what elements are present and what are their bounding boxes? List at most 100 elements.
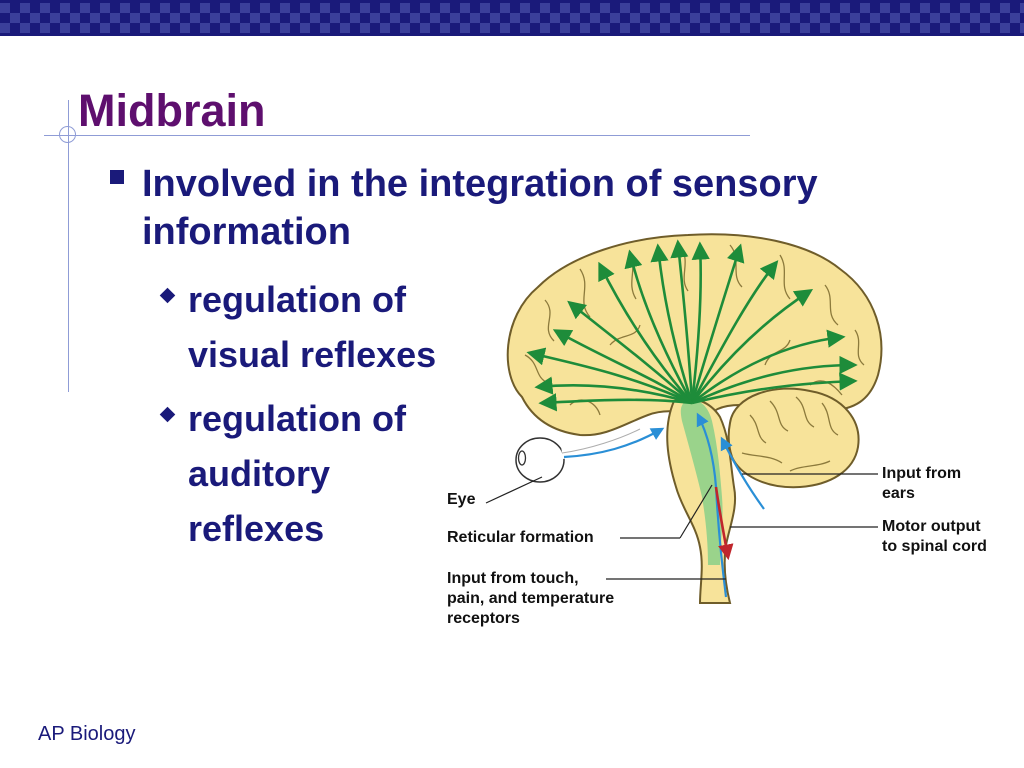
- header-checker-cell: [740, 23, 750, 33]
- motor-output-arrow: [714, 486, 734, 561]
- header-checker-cell: [400, 3, 410, 13]
- header-checker-cell: [90, 13, 100, 23]
- header-checker-cell: [440, 3, 450, 13]
- diamond-bullet-icon: [159, 287, 176, 304]
- header-checker-cell: [120, 23, 130, 33]
- header-checker-cell: [0, 3, 10, 13]
- header-checker-cell: [150, 13, 160, 23]
- header-checker-cell: [580, 3, 590, 13]
- header-checker-cell: [140, 23, 150, 33]
- header-checker-cell: [460, 23, 470, 33]
- header-checker-cell: [800, 3, 810, 13]
- header-checker-cell: [510, 13, 520, 23]
- label-eye: Eye: [447, 491, 476, 508]
- label-motor-output: Motor output to spinal cord: [882, 517, 987, 557]
- header-checker-cell: [200, 3, 210, 13]
- header-checker-cell: [120, 3, 130, 13]
- header-checker-cell: [10, 13, 20, 23]
- header-checker-cell: [580, 23, 590, 33]
- header-checker-cell: [1010, 13, 1020, 23]
- header-checker-cell: [780, 3, 790, 13]
- header-checker-cell: [280, 3, 290, 13]
- header-checker-cell: [620, 23, 630, 33]
- header-checker-cell: [910, 13, 920, 23]
- header-checker-cell: [360, 23, 370, 33]
- header-checker-cell: [420, 23, 430, 33]
- title-rule: [44, 135, 750, 136]
- header-checker-cell: [600, 3, 610, 13]
- header-checker-cell: [980, 3, 990, 13]
- header-checker-cell: [600, 23, 610, 33]
- header-checker-cell: [40, 3, 50, 13]
- header-checker-cell: [410, 13, 420, 23]
- header-checker-cell: [610, 13, 620, 23]
- sub-bullet-line: regulation of: [188, 398, 406, 439]
- header-checker-cell: [330, 13, 340, 23]
- header-checker-cell: [760, 23, 770, 33]
- header-checker-cell: [130, 13, 140, 23]
- header-checker-cell: [230, 13, 240, 23]
- header-checker-cell: [570, 13, 580, 23]
- brain-illustration: [485, 233, 883, 604]
- header-checker-cell: [110, 13, 120, 23]
- header-checker-cell: [670, 13, 680, 23]
- header-checker-cell: [620, 3, 630, 13]
- header-checker-cell: [300, 23, 310, 33]
- header-checker-cell: [70, 13, 80, 23]
- header-checker-cell: [760, 3, 770, 13]
- header-checker-cell: [560, 23, 570, 33]
- header-checker-cell: [1020, 3, 1024, 13]
- header-checker-cell: [540, 23, 550, 33]
- cerebellum-folia: [741, 396, 839, 472]
- header-checker-cell: [60, 3, 70, 13]
- header-checker-cell: [80, 3, 90, 13]
- label-ear-input: Input from ears: [882, 464, 961, 504]
- header-checker-cell: [290, 13, 300, 23]
- label-line: pain, and temperature: [447, 590, 615, 607]
- reticular-formation-band: [680, 399, 723, 565]
- brain-diagram: Eye Reticular formation Input from touch…: [430, 225, 1024, 645]
- square-bullet-icon: [110, 170, 124, 184]
- header-checker-cell: [940, 23, 950, 33]
- header-checker-cell: [790, 13, 800, 23]
- header-checker-cell: [660, 3, 670, 13]
- header-checker-cell: [20, 3, 30, 13]
- header-checker-cell: [1000, 23, 1010, 33]
- header-checker-cell: [350, 13, 360, 23]
- header-checker-cell: [360, 3, 370, 13]
- header-checker-cell: [340, 23, 350, 33]
- header-checker-cell: [100, 23, 110, 33]
- label-line: Input from: [882, 465, 962, 482]
- label-line: Motor output: [882, 518, 981, 535]
- header-checker-cell: [530, 13, 540, 23]
- header-checker-cell: [40, 23, 50, 33]
- header-checker-cell: [720, 3, 730, 13]
- header-checker-cell: [920, 3, 930, 13]
- header-checker-cell: [220, 23, 230, 33]
- eye-shape: [515, 437, 565, 483]
- header-checker-cell: [900, 3, 910, 13]
- header-checker-cell: [660, 23, 670, 33]
- header-checker-cell: [750, 13, 760, 23]
- header-checker-cell: [30, 13, 40, 23]
- header-checker-cell: [500, 3, 510, 13]
- bullet-text: Involved in the integration of sensory i…: [142, 163, 818, 253]
- label-line: to spinal cord: [882, 538, 987, 555]
- label-touch-input: Input from touch, pain, and temperature …: [447, 569, 614, 629]
- label-reticular-formation: Reticular formation: [447, 529, 594, 546]
- header-checker-cell: [560, 3, 570, 13]
- header-checker-cell: [1020, 23, 1024, 33]
- header-checker-cell: [220, 3, 230, 13]
- header-checker-cell: [420, 3, 430, 13]
- header-checker-cell: [680, 23, 690, 33]
- header-checker-cell: [320, 3, 330, 13]
- header-checker-cell: [240, 3, 250, 13]
- header-checker-cell: [970, 13, 980, 23]
- header-checker-cell: [740, 3, 750, 13]
- header-checker-cell: [860, 23, 870, 33]
- header-checker-cell: [940, 3, 950, 13]
- header-checker-cell: [840, 3, 850, 13]
- header-checker-cell: [720, 23, 730, 33]
- header-checker-cell: [0, 23, 10, 33]
- header-checker-cell: [820, 3, 830, 13]
